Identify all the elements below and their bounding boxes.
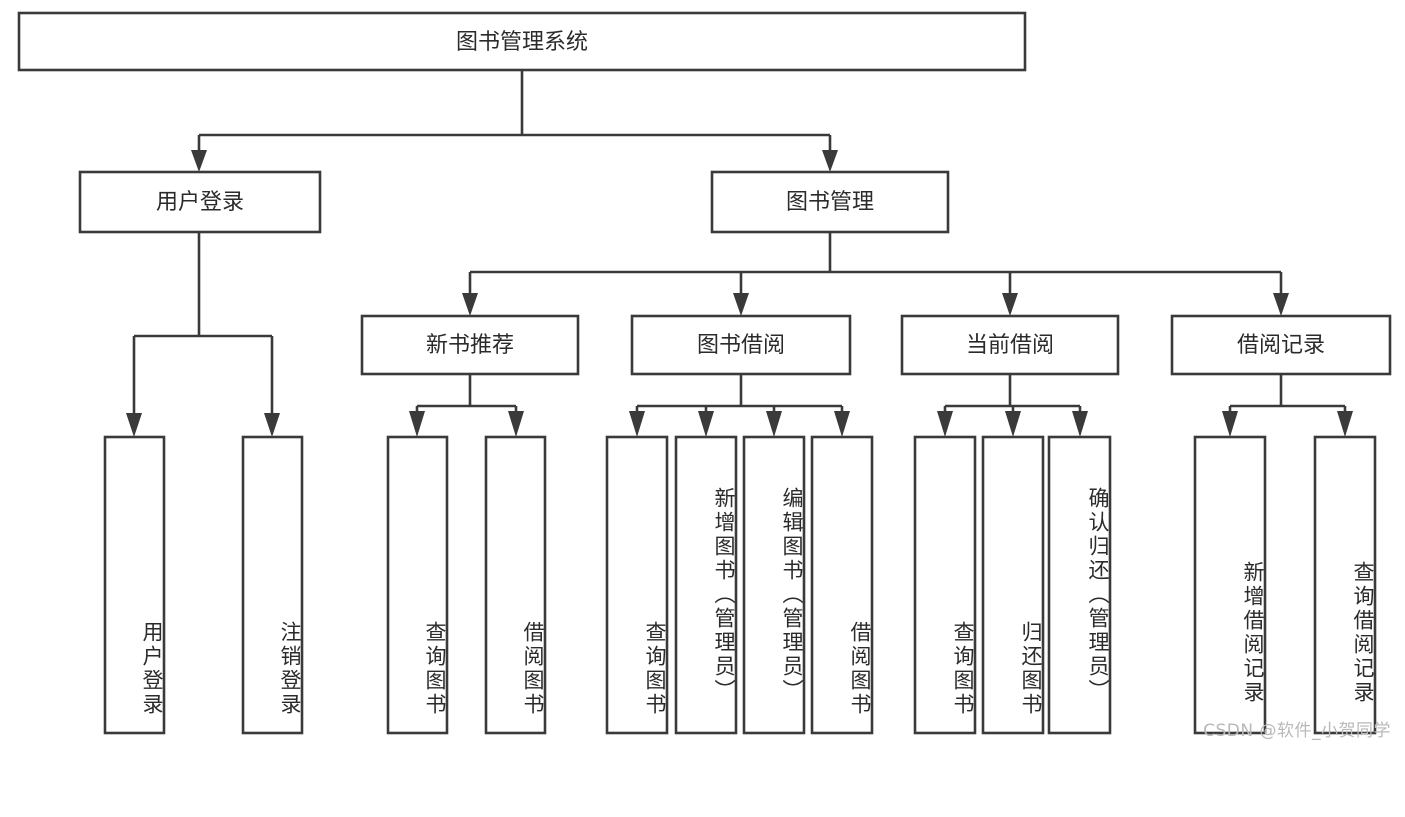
leaf-box-confirm-return-admin[interactable]	[1047, 435, 1112, 735]
leaf-box-query-book-current[interactable]	[913, 435, 977, 735]
leaf-box-borrow-book[interactable]	[810, 435, 874, 735]
csdn-watermark: CSDN @软件_小贺同学	[1203, 721, 1391, 741]
arrow-head-borrow-leaf-1	[629, 411, 645, 437]
node-user-login-label: 用户登录	[156, 190, 244, 215]
arrow-head-records-leaf-1	[1222, 411, 1238, 437]
leaf-box-query-book-newbook[interactable]	[386, 435, 449, 735]
arrow-head-user-login	[191, 150, 207, 172]
leaf-box-logout[interactable]	[241, 435, 304, 735]
node-book-management-label: 图书管理	[786, 190, 874, 215]
node-user-login-box[interactable]	[78, 170, 322, 234]
node-borrow-records-label: 借阅记录	[1237, 333, 1325, 358]
node-layer: 图书管理系统 用户登录 图书管理 新书推荐 图书借阅 当前借阅 借阅记录	[17, 11, 1392, 735]
diagram-svg: 图书管理系统 用户登录 图书管理 新书推荐 图书借阅 当前借阅 借阅记录	[17, 11, 1392, 735]
node-book-borrow-box[interactable]	[630, 314, 852, 376]
leaf-box-edit-book-admin[interactable]	[742, 435, 806, 735]
arrow-head-current-leaf-1	[937, 411, 953, 437]
arrow-head-borrow-leaf-4	[834, 411, 850, 437]
arrow-head-leaf-user-login	[126, 413, 142, 437]
arrow-head-borrow	[733, 293, 749, 316]
node-new-book-recommend-label: 新书推荐	[426, 333, 514, 358]
arrow-head-newbook-leaf-1	[409, 411, 425, 437]
arrow-head-borrow-leaf-3	[766, 411, 782, 437]
arrow-head-borrow-leaf-2	[698, 411, 714, 437]
arrow-head-records	[1273, 293, 1289, 316]
node-root-box[interactable]	[17, 11, 1027, 72]
arrow-head-current-leaf-2	[1005, 411, 1021, 437]
arrow-head-records-leaf-2	[1337, 411, 1353, 437]
node-new-book-recommend-box[interactable]	[360, 314, 580, 376]
leaf-box-return-book[interactable]	[981, 435, 1045, 735]
node-book-borrow-label: 图书借阅	[697, 333, 785, 358]
arrow-head-book-mgmt	[822, 150, 838, 172]
leaf-box-borrow-book-newbook[interactable]	[484, 435, 547, 735]
flowchart-canvas: 图书管理系统 用户登录 图书管理 新书推荐 图书借阅 当前借阅 借阅记录	[17, 11, 1392, 741]
arrow-head-newbook-leaf-2	[508, 411, 524, 437]
leaf-box-query-book-borrow[interactable]	[605, 435, 669, 735]
node-root-label: 图书管理系统	[456, 30, 588, 55]
node-book-management-box[interactable]	[710, 170, 950, 234]
node-current-borrow-label: 当前借阅	[966, 333, 1054, 358]
arrow-head-current-leaf-3	[1072, 411, 1088, 437]
leaf-box-user-login[interactable]	[103, 435, 166, 735]
leaf-box-add-book-admin[interactable]	[674, 435, 738, 735]
arrow-head-leaf-logout	[264, 413, 280, 437]
node-borrow-records-box[interactable]	[1170, 314, 1392, 376]
connector-layer	[126, 70, 1353, 437]
arrow-head-current	[1002, 293, 1018, 316]
node-current-borrow-box[interactable]	[900, 314, 1120, 376]
leaf-box-add-borrow-record[interactable]	[1193, 435, 1267, 735]
leaf-box-query-borrow-record[interactable]	[1313, 435, 1377, 735]
arrow-head-newbook	[462, 293, 478, 316]
